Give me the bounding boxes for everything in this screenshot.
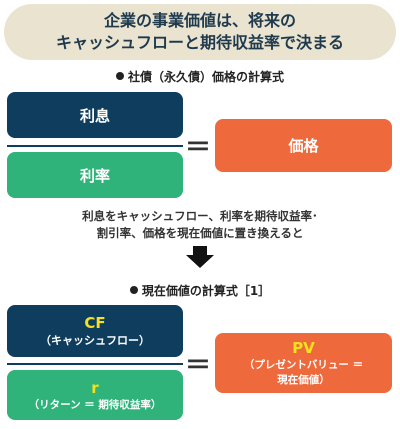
price-label: 価格 (288, 137, 319, 155)
bullet-icon (115, 72, 124, 80)
title-line-2: キャッシュフローと期待収益率で決まる (55, 33, 344, 52)
bullet-icon (129, 286, 138, 294)
bond-fraction-line (7, 145, 183, 147)
cf-label: CF (84, 314, 106, 332)
pv-formula-heading-text: 現在価値の計算式［1］ (141, 284, 271, 298)
bond-formula-heading-text: 社債（永久債）価格の計算式 (127, 70, 284, 84)
r-label: r (91, 378, 99, 397)
interest-rate-label: 利率 (79, 166, 110, 185)
note-line-2: 割引率、価格を現在価値に置き換えると (96, 226, 304, 240)
pv-fraction-line (7, 363, 183, 365)
note-line-1: 利息をキャッシュフロー、利率を期待収益率･ (82, 209, 318, 223)
bond-formula-heading: 社債（永久債）価格の計算式 (0, 68, 400, 85)
transition-note: 利息をキャッシュフロー、利率を期待収益率･ 割引率、価格を現在価値に置き換えると (0, 208, 400, 242)
title-line-1: 企業の事業価値は、将来の (103, 11, 296, 30)
cash-flow-box: CF （キャッシュフロー） (7, 305, 183, 357)
interest-box: 利息 (7, 92, 183, 138)
return-box: r （リターン ＝ 期待収益率） (7, 370, 183, 420)
pv-label: PV (292, 339, 315, 357)
pv-equals-sign: ＝ (184, 351, 211, 381)
cf-sub-label: （キャッシュフロー） (40, 334, 150, 347)
down-arrow-shaft (193, 246, 207, 256)
interest-label: 利息 (79, 106, 110, 125)
present-value-box: PV （プレゼントバリュー ＝ 現在価値） (215, 333, 392, 393)
r-sub-label: （リターン ＝ 期待収益率） (28, 398, 162, 411)
pv-sub-label-1: （プレゼントバリュー ＝ (243, 359, 364, 371)
down-arrow-icon (186, 255, 214, 268)
bond-equals-sign: ＝ (184, 133, 211, 163)
pv-formula-heading: 現在価値の計算式［1］ (0, 282, 400, 299)
pv-sub-label-2: 現在価値） (277, 374, 330, 386)
title-banner: 企業の事業価値は、将来の キャッシュフローと期待収益率で決まる (4, 4, 396, 60)
price-box: 価格 (215, 119, 392, 172)
interest-rate-box: 利率 (7, 152, 183, 198)
